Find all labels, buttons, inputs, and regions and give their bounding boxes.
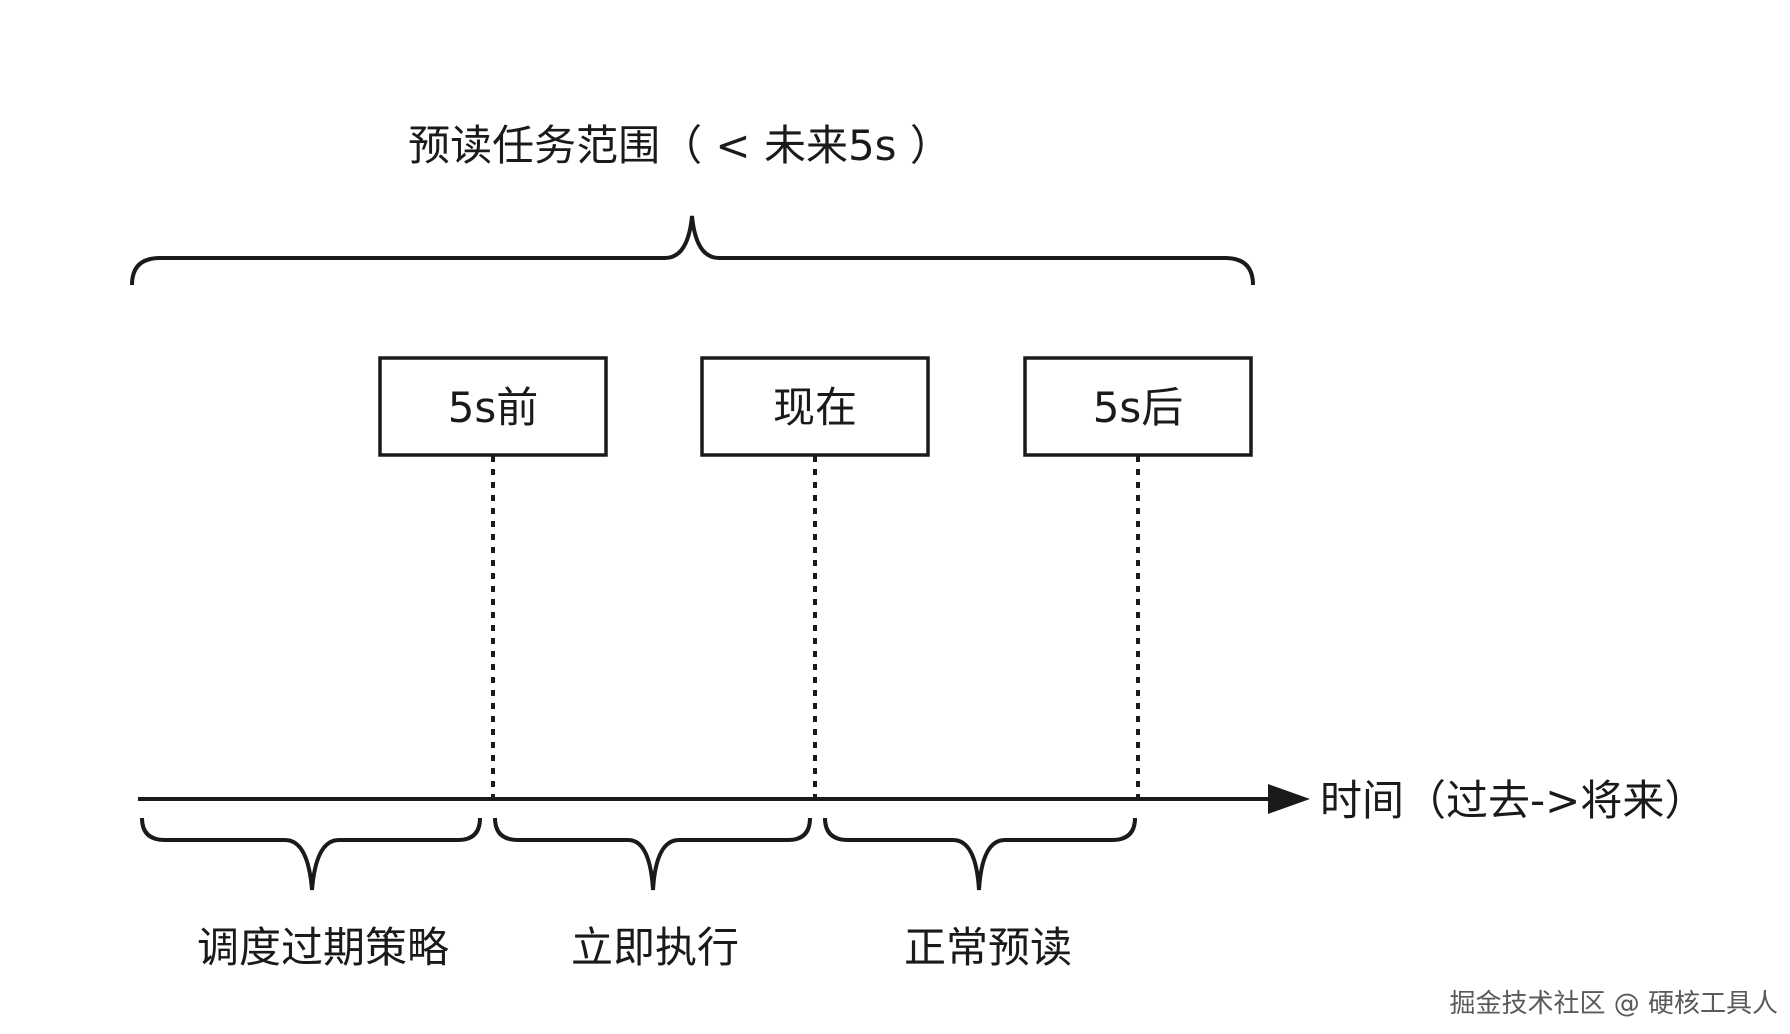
marker-5s-before: 5s前	[378, 356, 608, 457]
marker-label: 现在	[773, 383, 857, 432]
time-axis-label: 时间（过去->将来）	[1320, 776, 1706, 825]
time-axis-arrowhead	[1268, 784, 1310, 814]
segment-brace-immediate	[493, 817, 812, 891]
segment-brace-normal	[823, 817, 1137, 891]
prefetch-range-brace	[130, 215, 1255, 286]
marker-label: 5s后	[1093, 383, 1184, 432]
segment-label-normal: 正常预读	[904, 923, 1072, 972]
marker-5s-after: 5s后	[1023, 356, 1253, 457]
segment-label-expired: 调度过期策略	[197, 923, 449, 972]
segment-label-immediate: 立即执行	[571, 923, 739, 972]
watermark: 掘金技术社区 @ 硬核工具人	[1449, 989, 1778, 1019]
marker-now: 现在	[700, 356, 930, 457]
segment-brace-expired	[140, 817, 482, 891]
prefetch-range-label: 预读任务范围（ < 未来5s ）	[408, 121, 952, 170]
marker-label: 5s前	[448, 383, 539, 432]
